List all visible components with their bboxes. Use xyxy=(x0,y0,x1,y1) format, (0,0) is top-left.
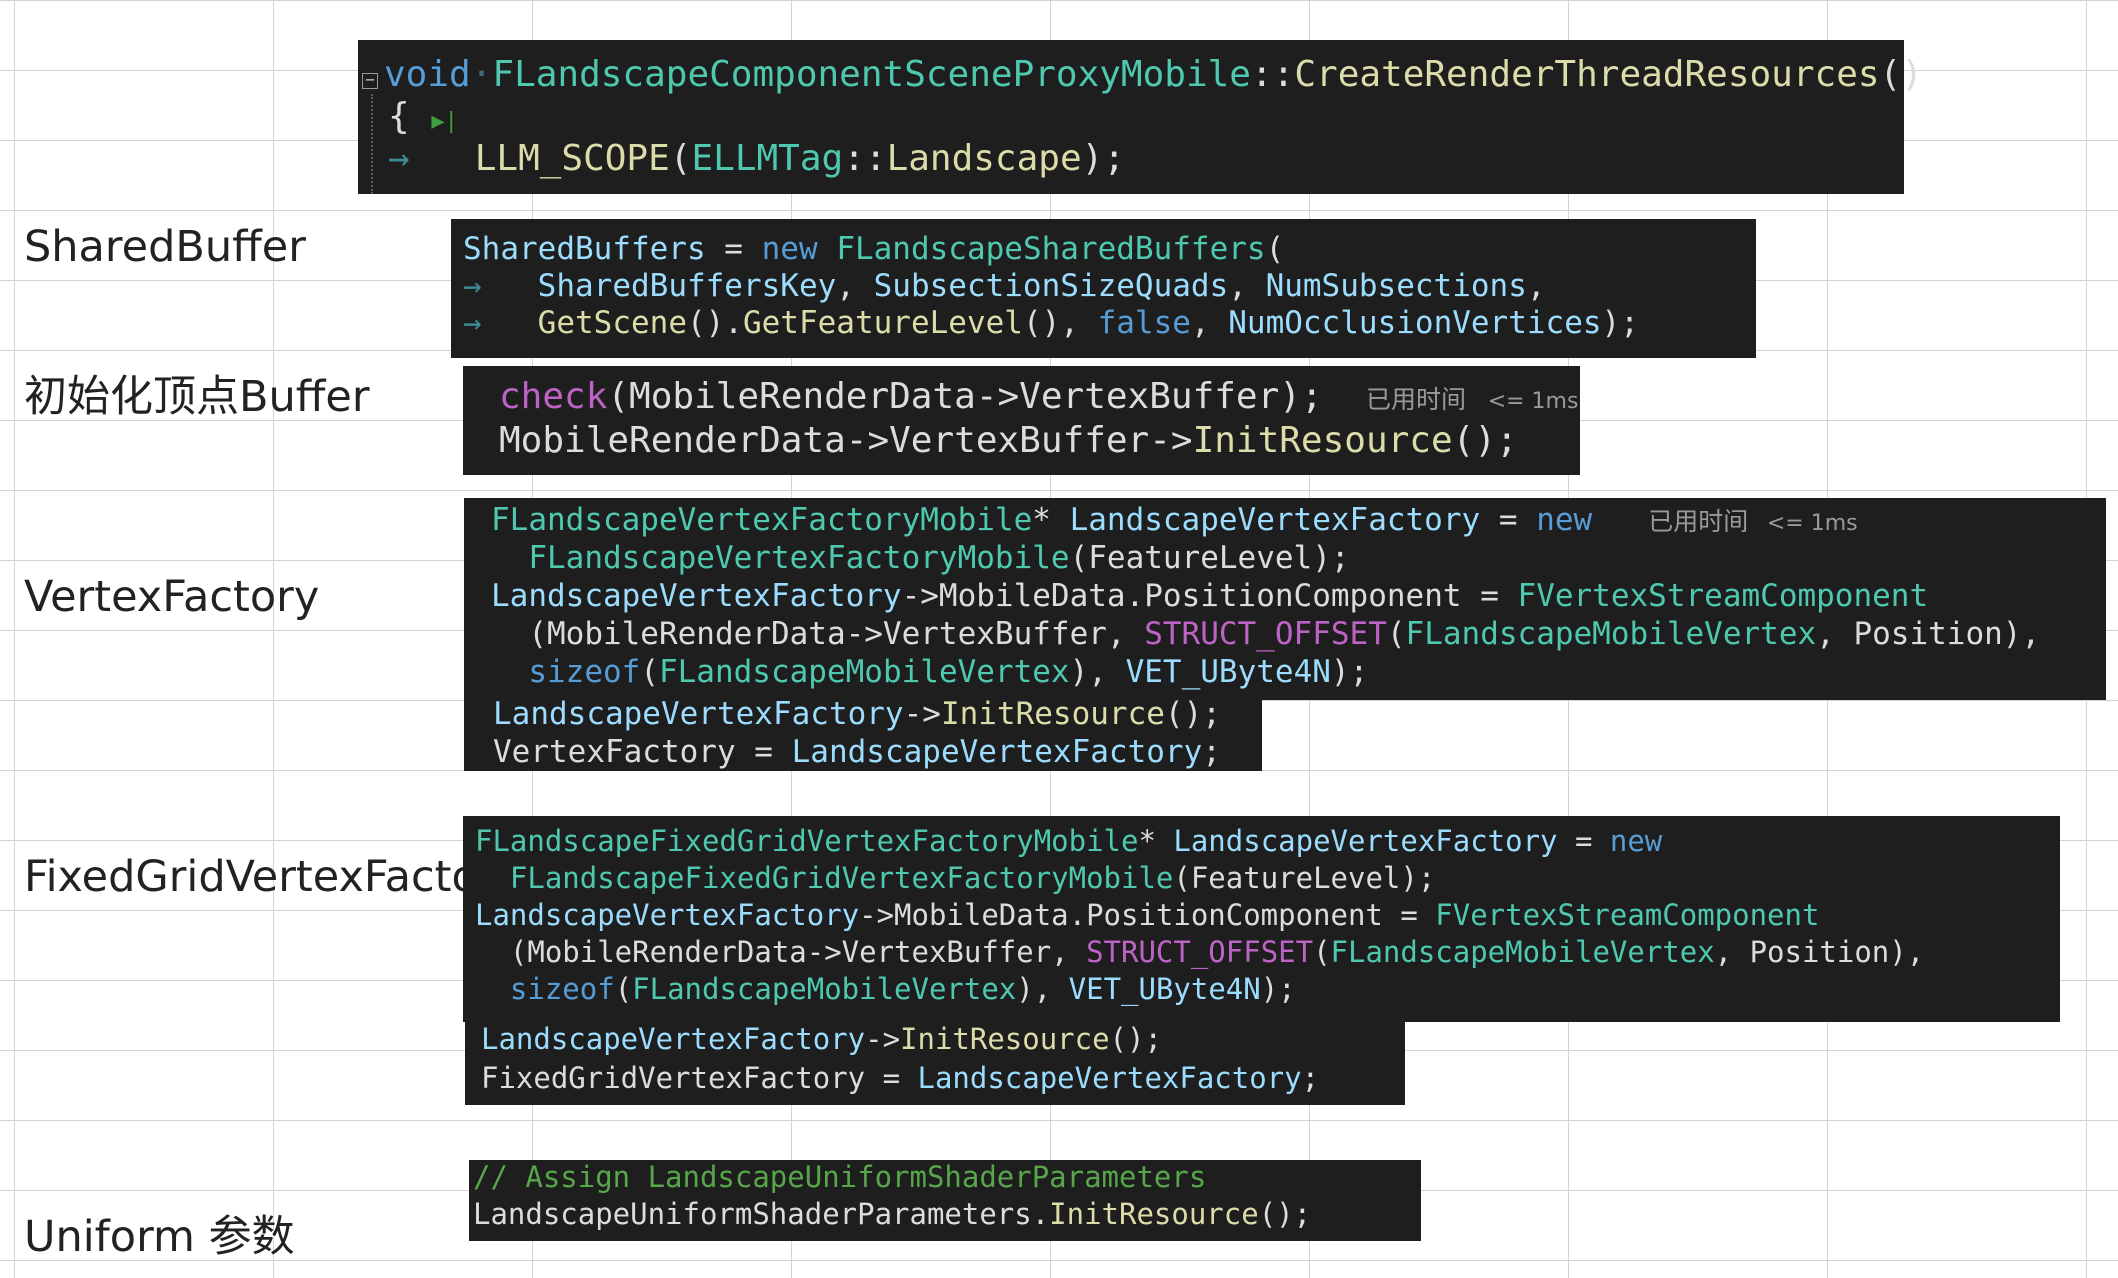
code-line-fg-declare: FLandscapeFixedGridVertexFactoryMobile* … xyxy=(475,824,1663,858)
code-line-vf-declare: FLandscapeVertexFactoryMobile* Landscape… xyxy=(491,502,1858,538)
code-block-vertex-factory: FLandscapeVertexFactoryMobile* Landscape… xyxy=(464,498,2106,700)
code-line-fg-sizeof: sizeof(FLandscapeMobileVertex), VET_UByt… xyxy=(509,972,1296,1006)
code-line-uniform-comment: // Assign LandscapeUniformShaderParamete… xyxy=(473,1160,1207,1194)
code-line-vertex-buffer-init: MobileRenderData->VertexBuffer->InitReso… xyxy=(499,420,1518,461)
code-block-init-vertex-buffer: check(MobileRenderData->VertexBuffer); 已… xyxy=(463,366,1580,475)
code-line-fg-stream-args: (MobileRenderData->VertexBuffer, STRUCT_… xyxy=(509,935,1925,969)
code-line-vf-construct: FLandscapeVertexFactoryMobile(FeatureLev… xyxy=(528,540,1350,576)
code-line-check: check(MobileRenderData->VertexBuffer); 已… xyxy=(499,376,1579,417)
tab-arrow-icon: → xyxy=(463,268,482,304)
tab-arrow-icon: → xyxy=(463,305,482,341)
code-block-uniform-params: // Assign LandscapeUniformShaderParamete… xyxy=(469,1160,1421,1241)
method-name: CreateRenderThreadResources xyxy=(1294,54,1880,95)
elapsed-time-annotation: 已用时间 xyxy=(1648,507,1749,536)
code-block-shared-buffer: SharedBuffers = new FLandscapeSharedBuff… xyxy=(451,219,1756,358)
code-block-fixed-grid-tail: LandscapeVertexFactory->InitResource(); … xyxy=(465,1022,1405,1105)
macro-llm-scope: LLM_SCOPE xyxy=(474,138,670,179)
code-block-function-header: − void·FLandscapeComponentSceneProxyMobi… xyxy=(358,40,1923,194)
code-line-shared-buffers-args1: → SharedBuffersKey, SubsectionSizeQuads,… xyxy=(463,268,1546,304)
code-line-vf-assign: VertexFactory = LandscapeVertexFactory; xyxy=(493,734,1221,770)
tab-arrow-icon: → xyxy=(388,138,410,179)
code-line-vf-position: LandscapeVertexFactory->MobileData.Posit… xyxy=(491,578,1929,614)
code-line-signature: void·FLandscapeComponentSceneProxyMobile… xyxy=(384,54,1923,95)
elapsed-time-value: <= 1ms xyxy=(1487,389,1579,414)
indent-guide xyxy=(371,94,373,194)
code-line-fg-assign: FixedGridVertexFactory = LandscapeVertex… xyxy=(481,1061,1320,1095)
code-line-fg-init-resource: LandscapeVertexFactory->InitResource(); xyxy=(481,1022,1162,1056)
code-block-fixed-grid-vertex-factory: FLandscapeFixedGridVertexFactoryMobile* … xyxy=(463,816,2060,1022)
elapsed-time-value: <= 1ms xyxy=(1766,511,1858,536)
class-name: FLandscapeComponentSceneProxyMobile xyxy=(492,54,1251,95)
row-label-fixed-grid-vertex-factory: FixedGridVertexFactor xyxy=(24,852,496,902)
kw-void: void xyxy=(384,54,471,95)
code-line-open-brace: { ▶| xyxy=(388,96,458,137)
code-line-fg-construct: FLandscapeFixedGridVertexFactoryMobile(F… xyxy=(509,861,1436,895)
play-marker-icon: ▶| xyxy=(431,109,458,134)
elapsed-time-annotation: 已用时间 xyxy=(1365,385,1466,414)
row-label-init-vertex-buffer: 初始化顶点Buffer xyxy=(24,372,370,422)
code-line-uniform-init: LandscapeUniformShaderParameters.InitRes… xyxy=(473,1197,1312,1231)
row-label-shared-buffer: SharedBuffer xyxy=(24,222,306,272)
code-line-vf-sizeof: sizeof(FLandscapeMobileVertex), VET_UByt… xyxy=(528,654,1369,690)
code-line-llm-scope: → LLM_SCOPE(ELLMTag::Landscape); xyxy=(388,138,1125,179)
code-block-vertex-factory-tail: LandscapeVertexFactory->InitResource(); … xyxy=(464,696,1262,771)
code-line-fg-position: LandscapeVertexFactory->MobileData.Posit… xyxy=(475,898,1820,932)
code-line-vf-init-resource: LandscapeVertexFactory->InitResource(); xyxy=(493,696,1221,732)
row-label-vertex-factory: VertexFactory xyxy=(24,572,320,622)
code-line-vf-stream-args: (MobileRenderData->VertexBuffer, STRUCT_… xyxy=(528,616,2041,652)
collapse-toggle-icon[interactable]: − xyxy=(362,72,378,89)
code-line-shared-buffers-args2: → GetScene().GetFeatureLevel(), false, N… xyxy=(463,305,1639,341)
row-label-uniform-params: Uniform 参数 xyxy=(24,1212,295,1262)
code-line-shared-buffers-new: SharedBuffers = new FLandscapeSharedBuff… xyxy=(463,231,1285,267)
